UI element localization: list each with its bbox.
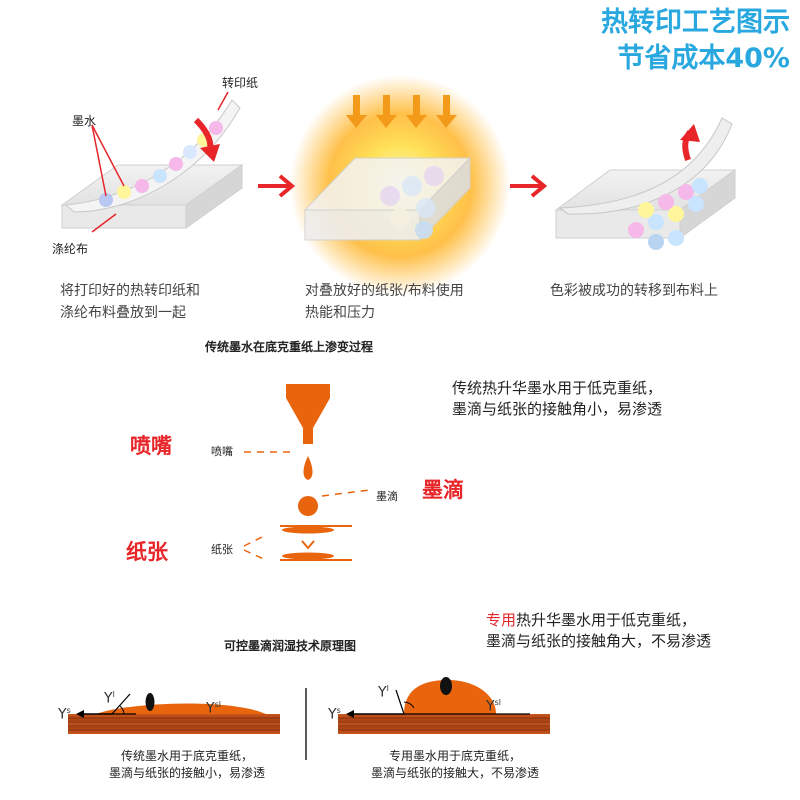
header-subtitle: 节省成本40% [617, 43, 790, 74]
step2-illustration [290, 75, 510, 295]
section2-title: 可控墨滴润湿技术原理图 [224, 639, 357, 653]
special-caption: 专用墨水用于底克重纸， 墨滴与纸张的接触大，不易渗透 [370, 749, 539, 780]
step3-caption: 色彩被成功的转移到布料上 [550, 283, 718, 299]
drop-label-large: 墨滴 [422, 478, 464, 502]
contact-angle-traditional [68, 693, 280, 734]
section1-note: 传统热升华墨水用于低克重纸， 墨滴与纸张的接触角小，易渗透 [452, 379, 663, 418]
label-polyester: 涤纶布 [52, 242, 89, 256]
yl-label-right: Yl [378, 684, 389, 701]
nozzle-diagram [243, 384, 371, 561]
step1-caption: 将打印好的热转印纸和 涤纶布料叠放到一起 [60, 283, 200, 321]
nozzle-label-small: 喷嘴 [211, 445, 233, 458]
section2-note: 专用热升华墨水用于低克重纸， 墨滴与纸张的接触角大，不易渗透 [486, 611, 712, 650]
paper-label-large: 纸张 [126, 540, 168, 564]
ys-label-left: Ys [58, 706, 71, 723]
contact-angle-special [338, 677, 550, 734]
section1-title: 传统墨水在底克重纸上渗变过程 [205, 340, 374, 354]
header-title: 热转印工艺图示 [601, 7, 790, 38]
ysl-label-left: Ysl [206, 700, 221, 717]
step2-caption: 对叠放好的纸张/布料使用 热能和压力 [305, 283, 464, 321]
label-ink: 墨水 [72, 114, 97, 128]
drop-label-small: 墨滴 [376, 490, 398, 503]
nozzle-label-large: 喷嘴 [130, 434, 172, 458]
step1-illustration [60, 91, 244, 233]
step3-illustration [554, 117, 737, 250]
label-transfer-paper: 转印纸 [222, 76, 259, 90]
ysl-label-right: Ysl [486, 698, 501, 715]
yl-label-left: Yl [104, 690, 115, 707]
paper-label-small: 纸张 [211, 543, 233, 556]
traditional-caption: 传统墨水用于底克重纸， 墨滴与纸张的接触小，易渗透 [108, 749, 265, 780]
ys-label-right: Ys [328, 706, 341, 723]
